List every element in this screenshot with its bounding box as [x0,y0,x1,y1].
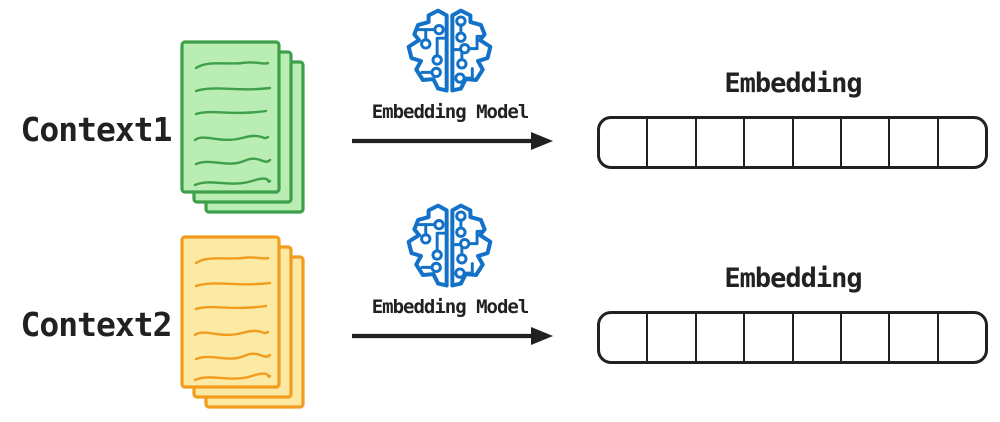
embedding-cell [890,314,939,361]
embedding-cell [794,119,842,166]
embedding-model-label: Embedding Model [371,296,530,318]
embedding-cell [842,119,891,166]
embedding-vector [597,116,988,169]
embedding-cell [600,119,649,166]
right-arrow-icon [352,327,553,345]
embedding-cell [697,119,746,166]
context1-label: Context1 [20,110,173,149]
embedding-cell [600,314,649,361]
embedding-cell [842,314,891,361]
context2-label: Context2 [20,305,173,344]
embedding-cell [648,119,697,166]
embedding-cell [745,314,794,361]
embedding-cell [745,119,794,166]
circuit-brain-icon [406,8,493,93]
embedding-vector [597,311,988,364]
orange-document-stack-icon [180,235,305,409]
embedding-cell [697,314,746,361]
embedding-cell [939,314,985,361]
embedding-title: Embedding [724,68,862,99]
circuit-brain-icon [406,203,493,288]
embedding-cell [890,119,939,166]
embedding-cell [648,314,697,361]
embedding-title: Embedding [724,263,862,294]
embedding-cell [939,119,985,166]
embedding-model-label: Embedding Model [371,101,530,123]
green-document-stack-icon [180,40,305,214]
embedding-cell [794,314,842,361]
right-arrow-icon [352,132,553,150]
